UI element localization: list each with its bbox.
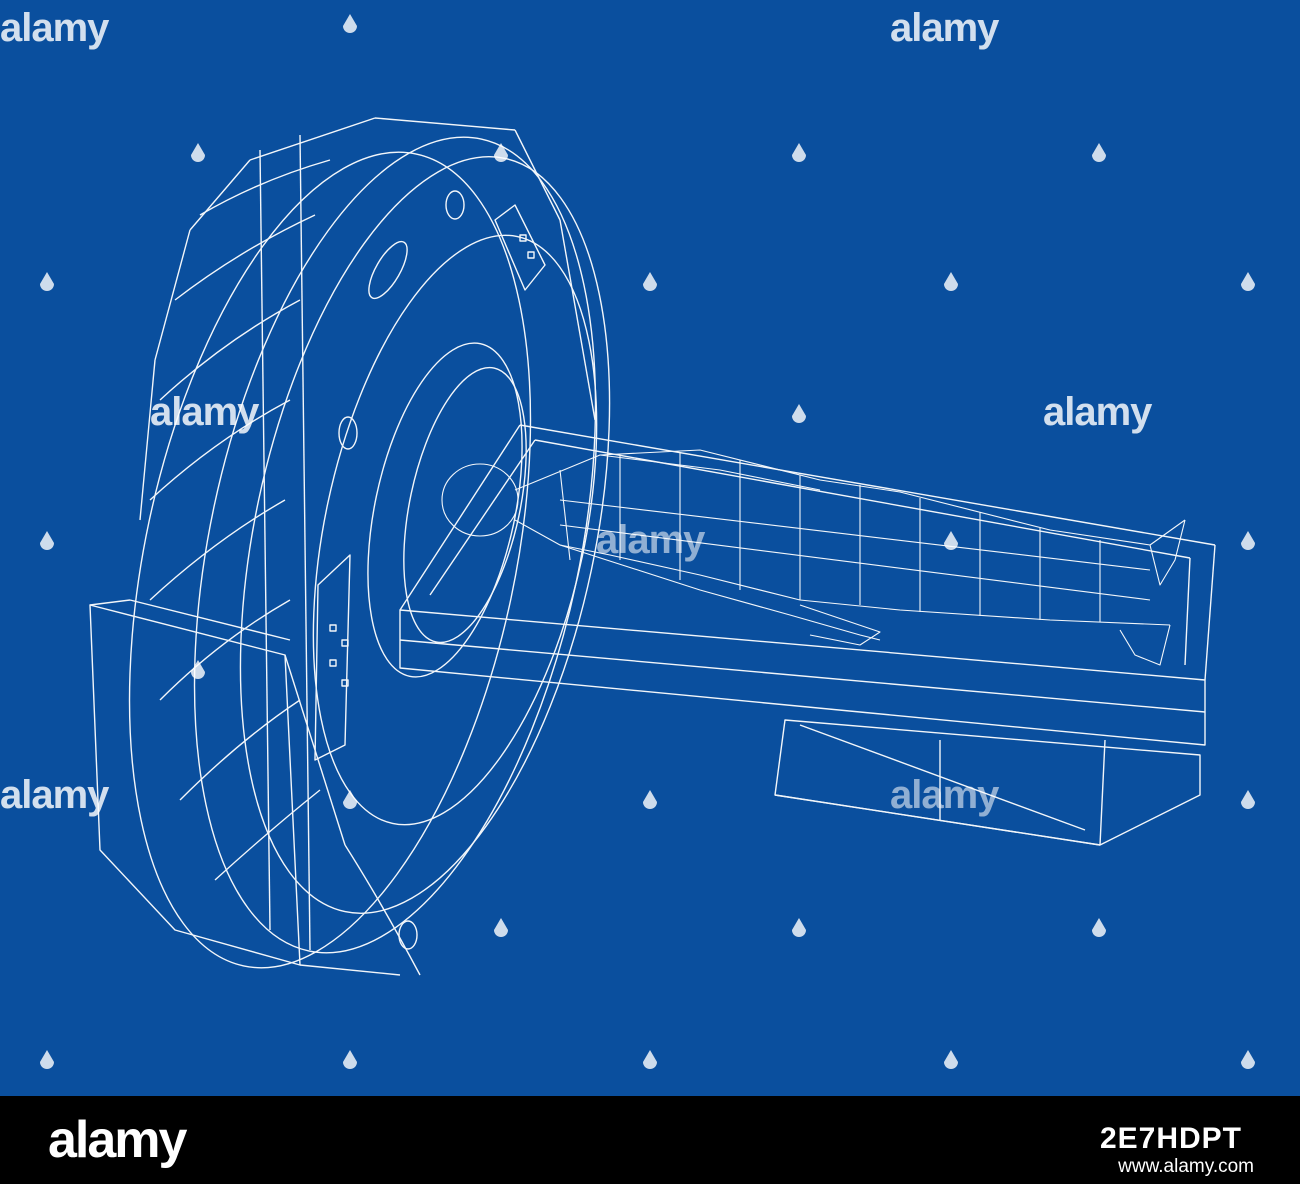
drop-icon [944, 272, 958, 291]
watermark-6: alamy [0, 773, 109, 817]
patient-figure [441, 449, 1186, 666]
blueprint-image: alamy alamy alamy alamy alamy alamy alam… [0, 0, 1300, 1096]
watermark-3: alamy [150, 390, 259, 434]
drop-icon [643, 1050, 657, 1069]
drop-icon [792, 404, 806, 423]
drop-icon [40, 272, 54, 291]
drop-icon [792, 143, 806, 162]
gantry-base [89, 599, 421, 976]
drop-icon [494, 143, 508, 162]
watermark-5: alamy [596, 518, 705, 562]
drop-icon [643, 272, 657, 291]
drop-icon [792, 918, 806, 937]
drop-icon [191, 143, 205, 162]
drop-icon [1092, 918, 1106, 937]
drop-icon [40, 531, 54, 550]
patient-table [399, 424, 1216, 846]
drop-icon [944, 1050, 958, 1069]
gantry [128, 117, 611, 969]
watermark-7: alamy [890, 773, 999, 817]
mri-scanner-wireframe [89, 117, 1216, 976]
drop-icon [1241, 272, 1255, 291]
drop-icon [191, 660, 205, 679]
footer-logo: alamy [48, 1111, 187, 1169]
watermark-2: alamy [890, 6, 999, 50]
drop-icon [1092, 143, 1106, 162]
drop-icon [643, 790, 657, 809]
drop-icon [1241, 1050, 1255, 1069]
drop-icon [1241, 531, 1255, 550]
footer-bar: alamy 2E7HDPT www.alamy.com [0, 1096, 1300, 1184]
drop-icon [1241, 790, 1255, 809]
drop-icon [343, 14, 357, 33]
drop-icon [343, 790, 357, 809]
drop-icon [494, 918, 508, 937]
image-id: 2E7HDPT [1099, 1122, 1242, 1155]
footer-url: www.alamy.com [1118, 1156, 1254, 1177]
drop-icon [944, 531, 958, 550]
drop-icon [343, 1050, 357, 1069]
watermark-1: alamy [0, 6, 109, 50]
watermark-4: alamy [1043, 390, 1152, 434]
drop-icon [40, 1050, 54, 1069]
